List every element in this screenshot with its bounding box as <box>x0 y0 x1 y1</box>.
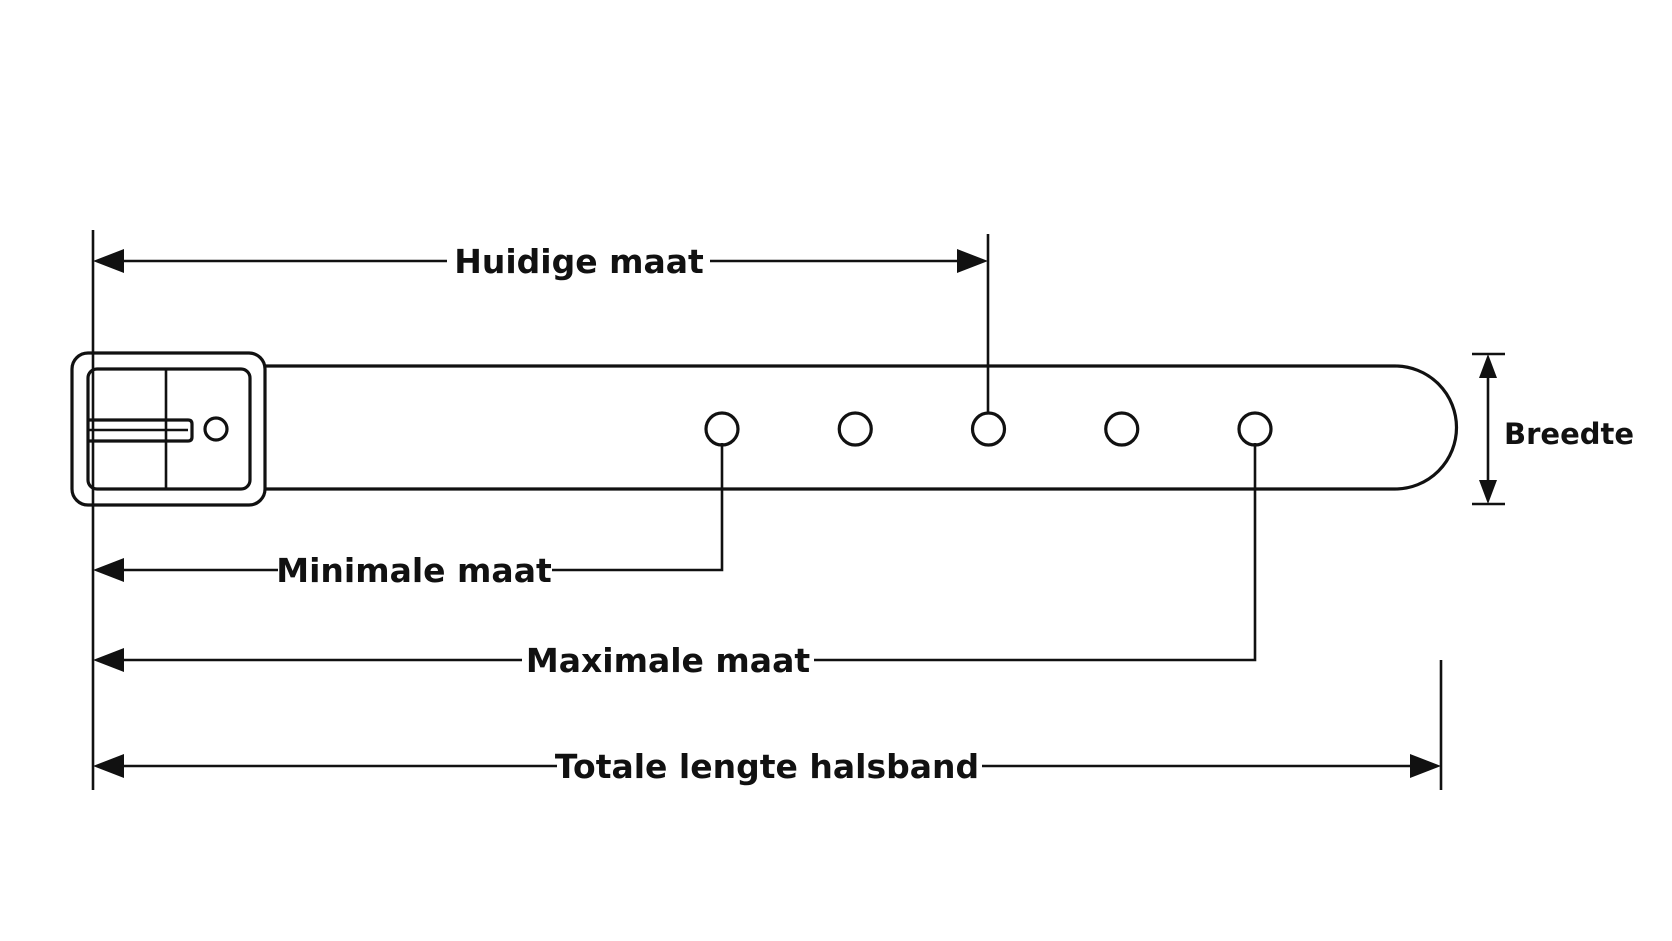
buckle-prong <box>88 418 194 443</box>
collar-holes <box>704 411 1273 447</box>
collar-hole-5 <box>1237 411 1273 447</box>
minimum-size-label: Minimale maat <box>276 551 552 590</box>
total-length-arrow-right <box>1410 754 1441 778</box>
current-size-label: Huidige maat <box>454 242 704 281</box>
buckle-hole <box>203 416 229 442</box>
collar-strap <box>265 364 1459 491</box>
buckle-outer-frame <box>70 351 267 507</box>
width-arrow-bottom <box>1479 480 1497 504</box>
maximum-size-arrow-left <box>93 648 124 672</box>
current-size-arrow-left <box>93 249 124 273</box>
maximum-size-label: Maximale maat <box>526 641 810 680</box>
collar-hole-4 <box>1104 411 1140 447</box>
collar-hole-2 <box>837 411 873 447</box>
width-arrow-top <box>1479 354 1497 378</box>
total-length-label: Totale lengte halsband <box>555 747 979 786</box>
maximum-size-leader <box>814 443 1257 662</box>
total-length-arrow-left <box>93 754 124 778</box>
collar-hole-1 <box>704 411 740 447</box>
current-size-arrow-right <box>957 249 988 273</box>
width-label: Breedte <box>1504 417 1634 451</box>
collar-hole-3 <box>970 411 1007 447</box>
minimum-size-arrow-left <box>93 558 124 582</box>
minimum-size-leader <box>552 443 724 572</box>
